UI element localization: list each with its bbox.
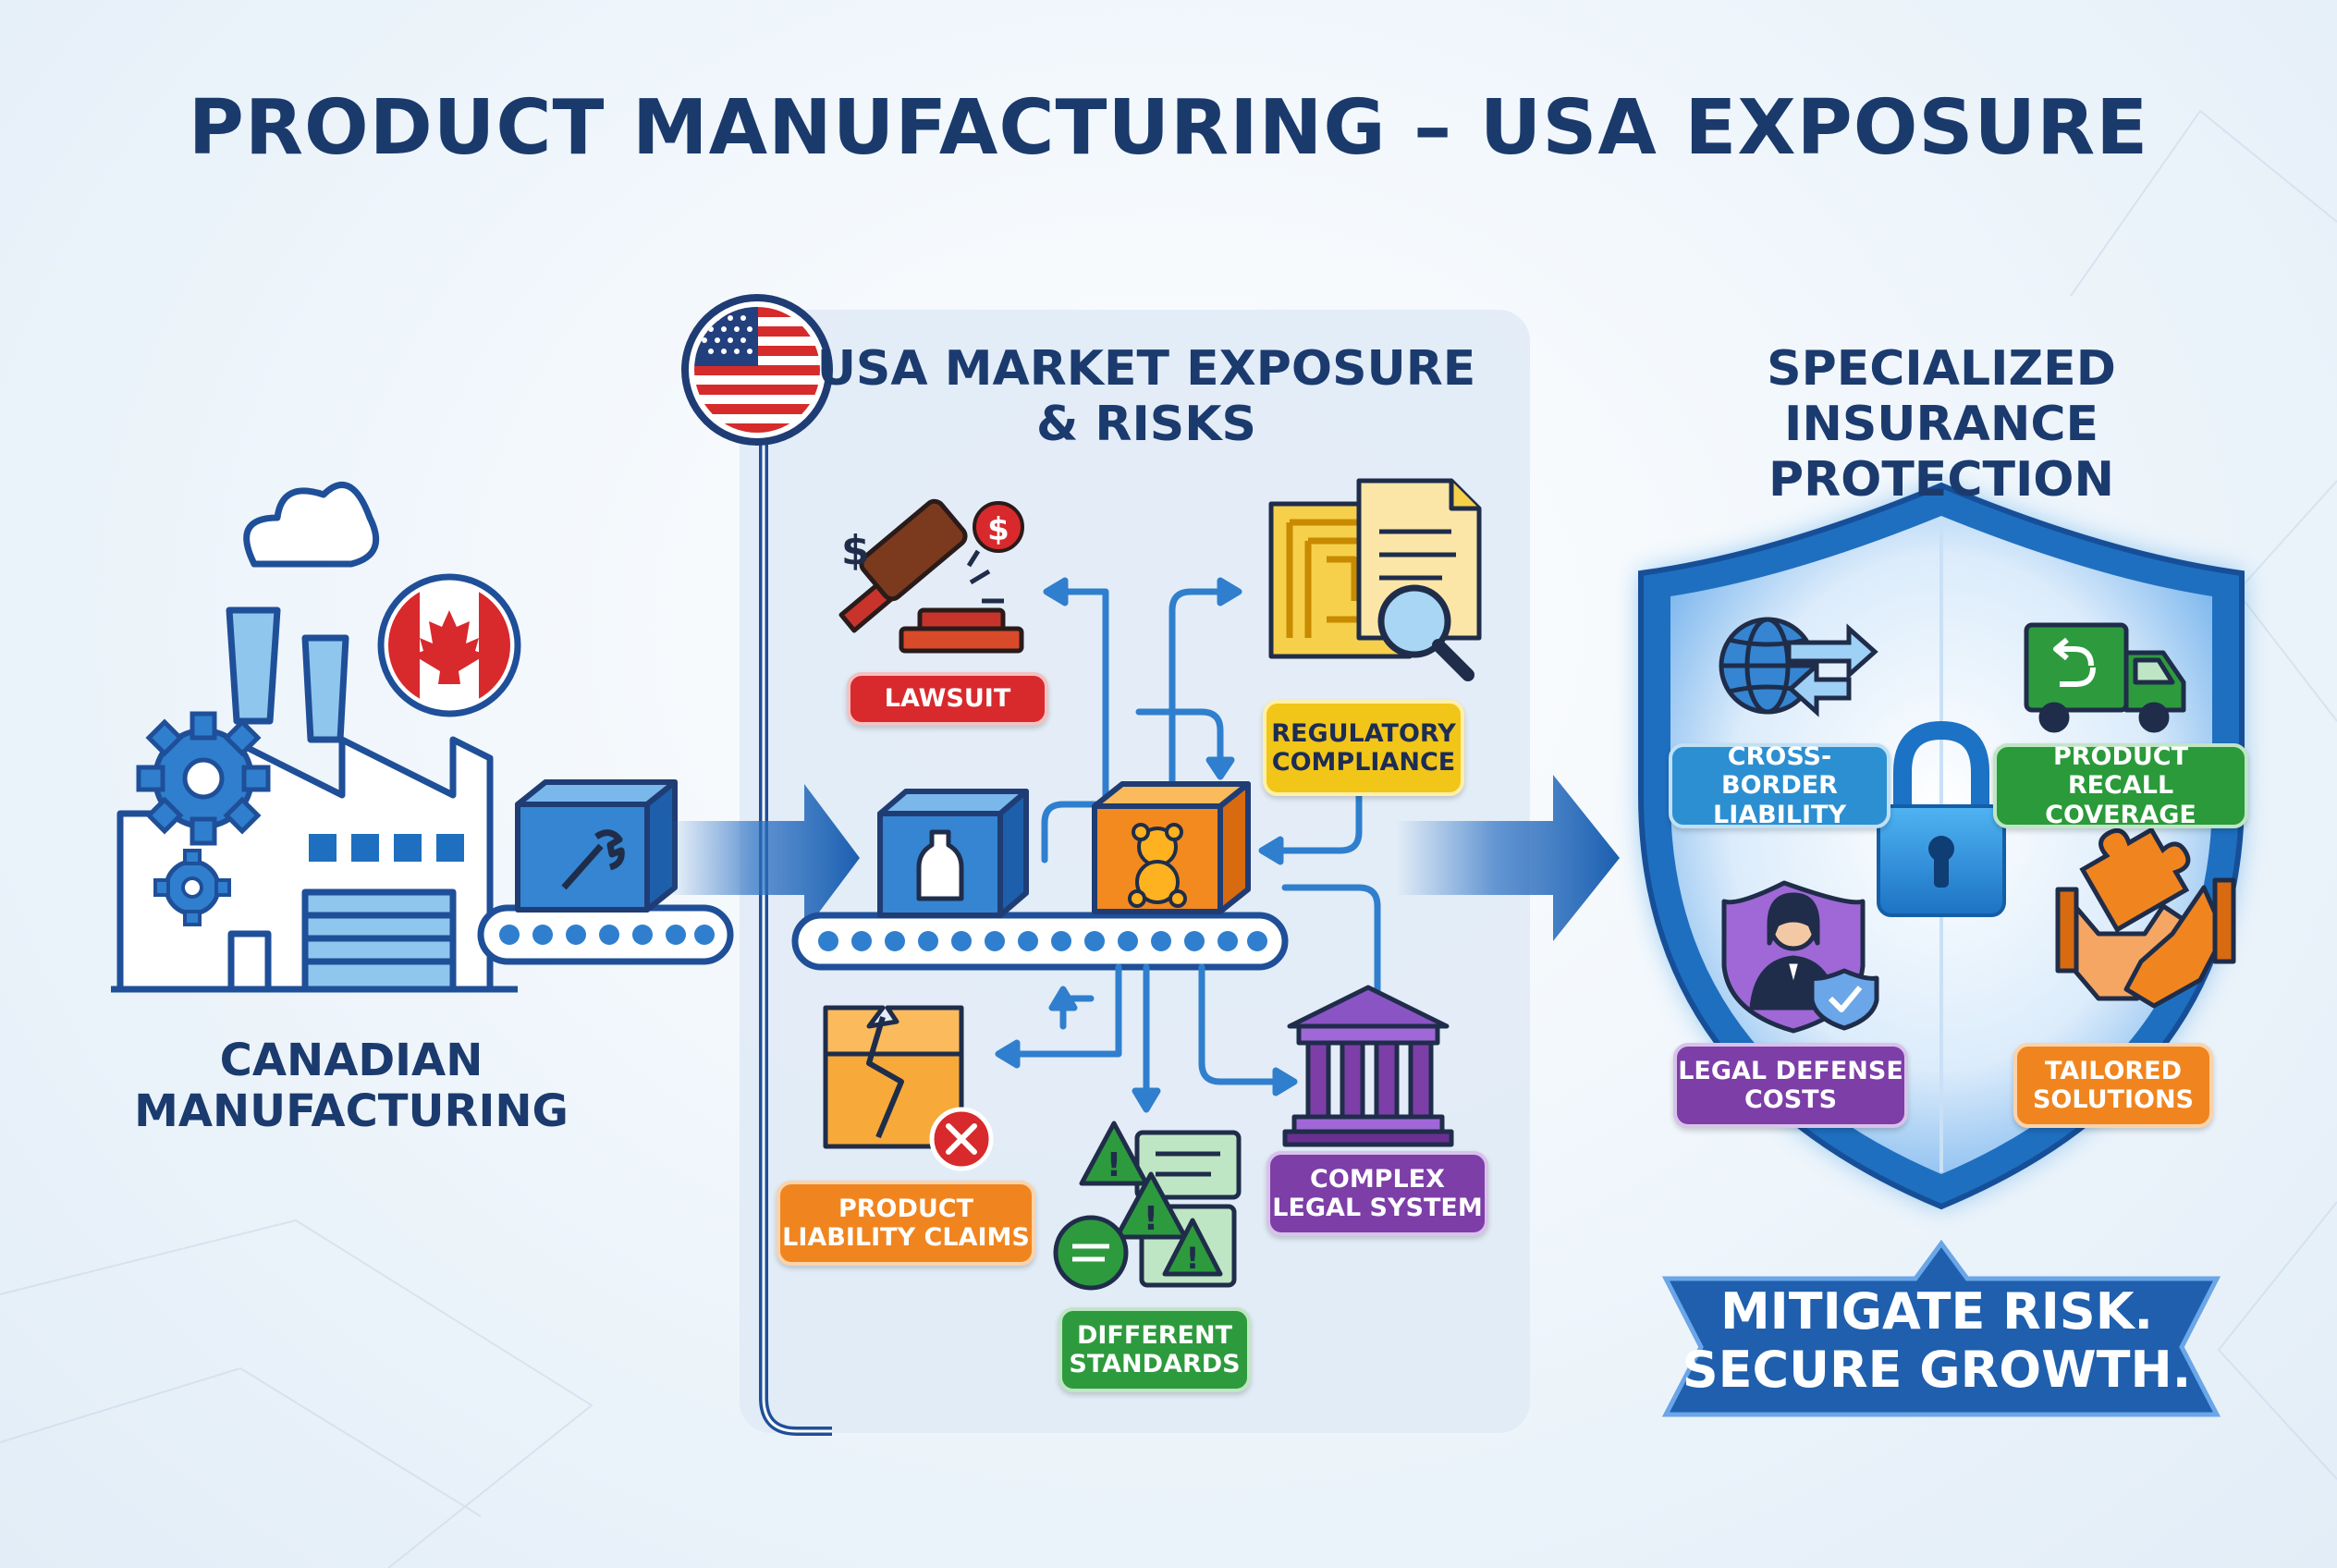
us-flag-icon <box>681 294 833 1436</box>
wrench-box-icon <box>515 779 678 913</box>
teddy-box-icon <box>1092 781 1251 914</box>
globe-icon <box>1719 617 1878 717</box>
courthouse-icon <box>1282 985 1454 1147</box>
conveyor-center <box>791 912 1289 971</box>
canadian-manufacturing-heading: CANADIAN MANUFACTURING <box>134 1035 569 1138</box>
regulatory-compliance-label: REGULATORY COMPLIANCE <box>1263 700 1464 796</box>
exclaim-icon: ! <box>1107 1146 1121 1184</box>
lawyer-icon <box>1721 880 1879 1034</box>
canada-flag-icon <box>377 573 521 717</box>
flow-arrow-1 <box>666 784 860 932</box>
handshake-icon <box>2055 877 2236 1009</box>
broken-box-icon <box>823 1005 994 1171</box>
coin-icon: $ <box>973 501 1024 553</box>
maze-document-icon <box>1268 478 1482 681</box>
tagline-banner <box>1661 1239 2221 1417</box>
flow-arrow-2 <box>1396 775 1620 941</box>
exclaim-icon: ! <box>1186 1241 1200 1276</box>
gavel-icon <box>838 498 1024 654</box>
page-title: PRODUCT MANUFACTURING – USA EXPOSURE <box>188 84 2149 172</box>
factory-icon <box>111 482 518 993</box>
background-lines <box>0 109 2337 1568</box>
dollar-icon: $ <box>841 527 870 574</box>
legal-defense-label: LEGAL DEFENSE COSTS <box>1673 1043 1908 1128</box>
usa-exposure-heading: USA MARKET EXPOSURE & RISKS <box>816 341 1476 452</box>
lawsuit-label: LAWSUIT <box>847 672 1048 726</box>
tagline-text: MITIGATE RISK. SECURE GROWTH. <box>1682 1282 2192 1400</box>
cross-border-liability-label: CROSS-BORDER LIABILITY <box>1669 742 1890 829</box>
product-recall-label: PRODUCT RECALL COVERAGE <box>1993 742 2248 829</box>
tailored-solutions-label: TAILORED SOLUTIONS <box>2013 1043 2213 1128</box>
product-liability-label: PRODUCT LIABILITY CLAIMS <box>777 1181 1035 1266</box>
complex-legal-system-label: COMPLEX LEGAL SYSTEM <box>1266 1151 1488 1236</box>
gear-icon <box>136 711 271 846</box>
small-gear-icon <box>153 849 231 926</box>
exclaim-icon: ! <box>1144 1200 1158 1238</box>
truck-icon <box>2024 622 2186 733</box>
warning-standards-icon <box>1053 1121 1242 1291</box>
risk-flow-lines <box>995 577 1381 1113</box>
lock-icon <box>1877 720 2006 917</box>
insurance-protection-heading: SPECIALIZED INSURANCE PROTECTION <box>1767 341 2116 508</box>
conveyor-left <box>477 904 734 965</box>
svg-text:$: $ <box>987 511 1009 548</box>
different-standards-label: DIFFERENT STANDARDS <box>1058 1307 1251 1392</box>
bottle-box-icon <box>877 789 1029 918</box>
puzzle-piece-icon <box>2079 827 2191 933</box>
